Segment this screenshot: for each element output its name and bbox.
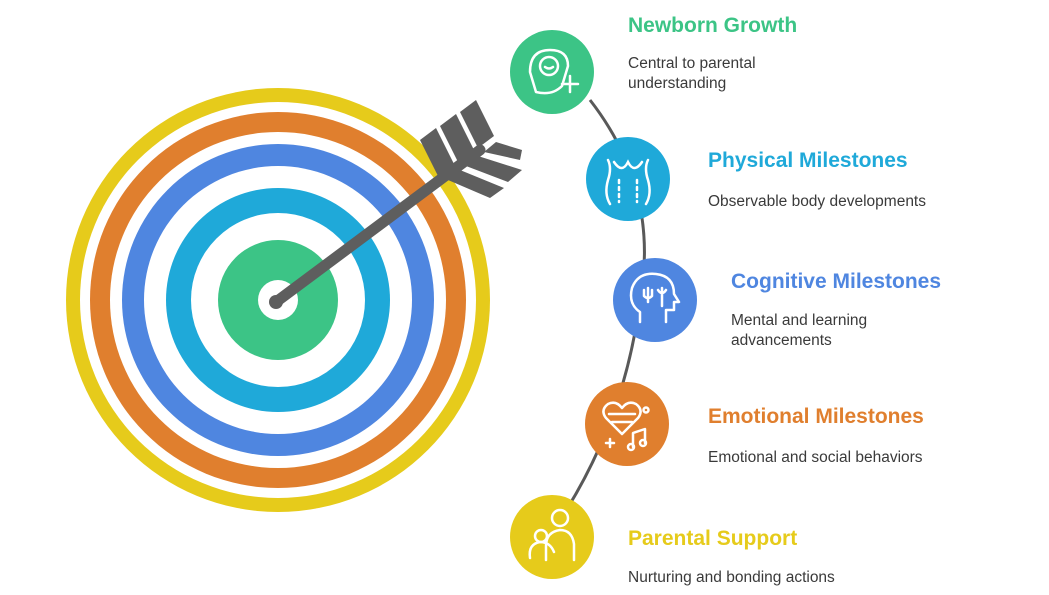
parental-support-node	[510, 495, 594, 579]
milestone-title-cognitive: Cognitive Milestones	[731, 270, 942, 293]
milestone-description-physical: Observable body developments	[708, 193, 926, 210]
cognitive-milestones-node	[613, 258, 697, 342]
milestone-title-parental-support: Parental Support	[628, 527, 798, 550]
physical-milestones-node	[586, 137, 670, 221]
brain-head-icon	[629, 272, 681, 324]
newborn-growth-node	[510, 30, 594, 114]
milestone-description-cognitive: Mental and learning advancements	[731, 312, 868, 349]
emotional-milestones-node	[585, 382, 669, 466]
milestone-title-physical: Physical Milestones	[708, 149, 908, 172]
milestone-description-parental-support: Nurturing and bonding actions	[628, 569, 835, 586]
parent-child-icon	[528, 508, 576, 562]
milestone-title-emotional: Emotional Milestones	[708, 405, 924, 428]
arrow	[269, 100, 522, 309]
body-icon	[605, 158, 651, 206]
milestone-title-newborn-growth: Newborn Growth	[628, 14, 798, 37]
arrow-fletching	[420, 100, 522, 198]
newborn-icon	[528, 48, 580, 95]
heart-music-icon	[602, 401, 650, 452]
milestone-description-emotional: Emotional and social behaviors	[708, 449, 923, 466]
arrow-shaft	[270, 144, 486, 308]
milestone-description-newborn-growth: Central to parental understanding	[628, 55, 756, 92]
